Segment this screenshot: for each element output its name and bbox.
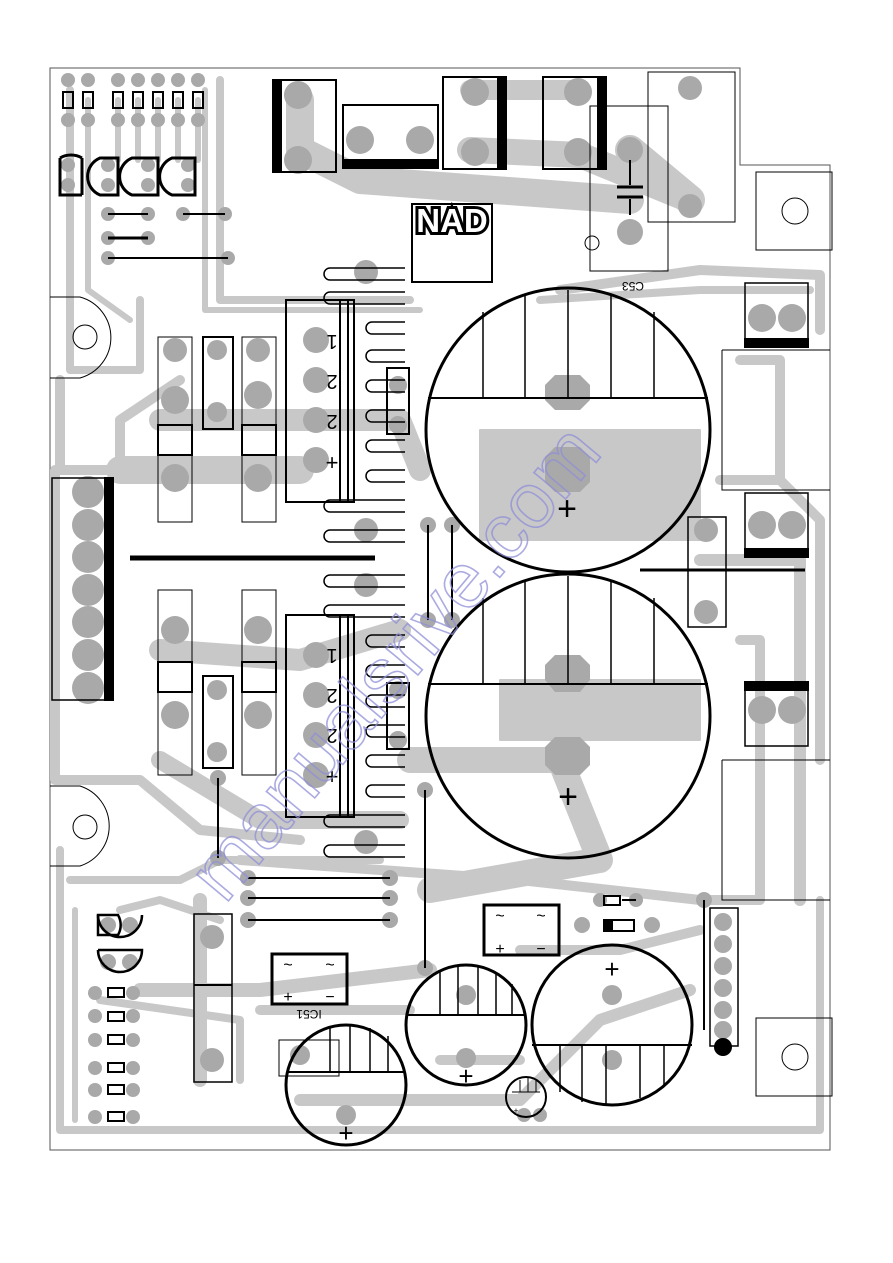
reg-upper-pin-4: + [326,450,339,475]
brand-logo: NAD [416,202,488,239]
rect-right-ac-2: ~ [536,908,545,925]
rect-right-ac-1: ~ [495,908,504,925]
reg-upper-pin-3: 2 [326,410,337,432]
reg-lower-pin-4: + [326,764,339,789]
connector-pin1-pad [714,1038,732,1056]
reg-lower-pin-3: 2 [326,724,337,746]
heatsink-fins-upper [323,267,405,543]
pads [61,73,806,1125]
cap-ic51-plus: + [338,1118,353,1148]
components [50,71,833,1147]
rect-left-minus: − [325,989,334,1006]
rect-left-ac-1: ~ [283,957,292,974]
silkscreen-text: NAD C53 IC51 1 2 2 + 1 2 2 + + + + + + +… [283,199,644,1148]
resistor-row-top [62,91,204,109]
rect-left-plus: + [283,989,292,1006]
ic51-label: IC51 [296,1007,322,1021]
reg-upper-pin-2: 2 [326,370,337,392]
rect-left-ac-2: ~ [325,957,334,974]
cap-middle-plus: + [458,1061,473,1091]
reg-lower-pin-2: 2 [326,684,337,706]
copper-traces [50,76,825,1134]
rect-right-plus: + [495,941,504,958]
cap-upper-plus: + [557,490,577,528]
reg-upper-pin-1: 1 [326,330,337,352]
c53-label: C53 [622,279,644,293]
cap-right-plus: + [604,954,619,984]
rect-right-minus: − [536,941,545,958]
cap-small-plus: + [513,1106,518,1116]
heatsink-fins-lower [323,574,405,858]
cap-lower-plus: + [558,778,578,816]
transistors-top-left [58,153,197,197]
reg-lower-pin-1: 1 [326,644,337,666]
